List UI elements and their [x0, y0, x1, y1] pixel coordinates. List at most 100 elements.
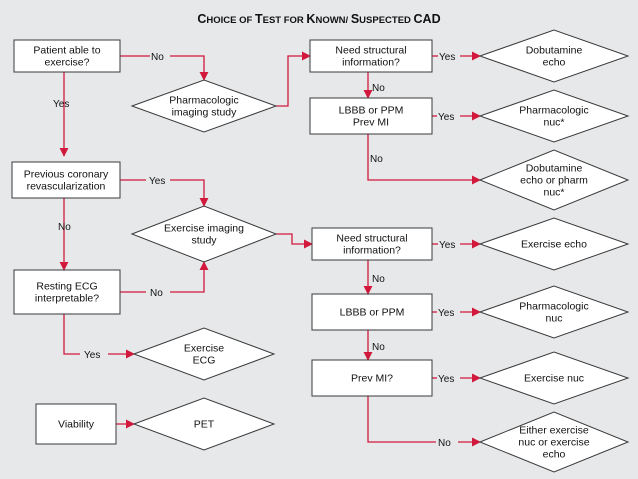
node-box — [13, 39, 121, 73]
shapes — [11, 29, 630, 473]
node-text-line: Dobutamine — [526, 45, 583, 57]
node-text-line: information? — [343, 245, 401, 257]
title-part: NOWN/ — [315, 15, 350, 26]
connector — [63, 314, 80, 355]
title-part: S — [351, 12, 359, 26]
node-text-line: Resting ECG — [36, 281, 97, 293]
node-text-line: Pharmacologic — [519, 105, 588, 117]
node-text-line: Need structural — [335, 45, 406, 57]
node-text-line: Pharmacologic — [519, 301, 588, 313]
node-text-line: nuc* — [543, 117, 564, 129]
node-diamond — [130, 79, 278, 133]
edge-label-yes: Yes — [53, 99, 69, 110]
title-part: USPECTED — [359, 15, 413, 26]
node-text-line: information? — [342, 57, 400, 69]
node-text-line: PET — [194, 419, 215, 431]
node-box — [309, 39, 433, 73]
node-text-line: echo — [543, 57, 566, 69]
node-diamond — [132, 397, 276, 451]
node-text-line: Need structural — [336, 233, 407, 245]
node-text-line: Dobutamine — [526, 163, 583, 175]
node-diamond — [478, 285, 630, 339]
node-diamond — [478, 217, 630, 271]
edge-label-yes: Yes — [439, 52, 455, 63]
edge-label-no: No — [372, 83, 385, 94]
node-viability: Viability — [58, 419, 95, 431]
edge-label-no: No — [58, 222, 71, 233]
node-box — [311, 227, 433, 261]
node-box — [13, 269, 121, 315]
node-text-line: Viability — [58, 419, 95, 431]
connector — [367, 134, 481, 185]
node-text-line: echo — [543, 449, 566, 461]
connector — [276, 233, 313, 249]
connector — [170, 55, 209, 81]
edge-labels: No Yes Yes No Yes No Yes No Yes No Yes N… — [53, 52, 455, 449]
node-text-line: Pharmacologic — [169, 95, 238, 107]
node-text-line: LBBB or PPM — [339, 105, 404, 117]
connector — [170, 179, 209, 207]
edge-label-no: No — [150, 288, 163, 299]
edge-label-yes: Yes — [84, 350, 100, 361]
node-pet: PET — [194, 419, 215, 431]
node-text-line: nuc or exercise — [518, 437, 589, 449]
node-text-line: LBBB or PPM — [340, 307, 405, 319]
node-box — [11, 161, 121, 199]
node-text-line: study — [191, 235, 217, 247]
node-exercise-nuc: Exercise nuc — [524, 373, 584, 385]
node-text-line: nuc — [546, 313, 563, 325]
edge-label-yes: Yes — [438, 374, 454, 385]
node-text-line: Exercise imaging — [164, 223, 244, 235]
node-lbbb-or-ppm: LBBB or PPM — [340, 307, 405, 319]
node-box — [309, 97, 433, 135]
edge-label-yes: Yes — [438, 112, 454, 123]
node-text-line: Exercise nuc — [524, 373, 584, 385]
node-diamond — [478, 149, 630, 211]
node-box — [311, 359, 433, 397]
title-part: CAD — [414, 12, 441, 26]
node-text-line: Patient able to — [33, 45, 100, 57]
node-diamond — [478, 351, 630, 405]
node-text-line: Previous coronary — [24, 169, 109, 181]
node-text-line: ECG — [193, 355, 216, 367]
node-text-line: Prev MI — [353, 117, 389, 129]
chart-title: CHOICE OF TEST FOR KNOWN/ SUSPECTED CAD — [197, 12, 440, 26]
node-diamond — [478, 29, 630, 83]
node-text-line: Exercise echo — [521, 239, 587, 251]
edge-label-yes: Yes — [438, 308, 454, 319]
node-text-line: exercise? — [45, 57, 90, 69]
node-text-line: Either exercise — [519, 425, 589, 437]
node-text-line: revascularization — [27, 181, 106, 193]
node-diamond — [132, 327, 276, 381]
connector — [367, 396, 436, 443]
node-exercise-echo: Exercise echo — [521, 239, 587, 251]
edge-label-no: No — [151, 52, 164, 63]
edge-label-no: No — [372, 342, 385, 353]
node-box — [311, 293, 433, 331]
node-text-line: imaging study — [172, 107, 238, 119]
edge-label-yes: Yes — [439, 240, 455, 251]
title-part: T — [255, 12, 263, 26]
node-text-line: interpretable? — [35, 293, 99, 305]
edge-label-no: No — [372, 274, 385, 285]
edge-label-yes: Yes — [149, 176, 165, 187]
node-prev-mi: Prev MI? — [351, 373, 393, 385]
node-text-line: nuc* — [543, 187, 564, 199]
node-text-line: echo or pharm — [520, 175, 588, 187]
title-part: EST FOR — [263, 15, 307, 26]
